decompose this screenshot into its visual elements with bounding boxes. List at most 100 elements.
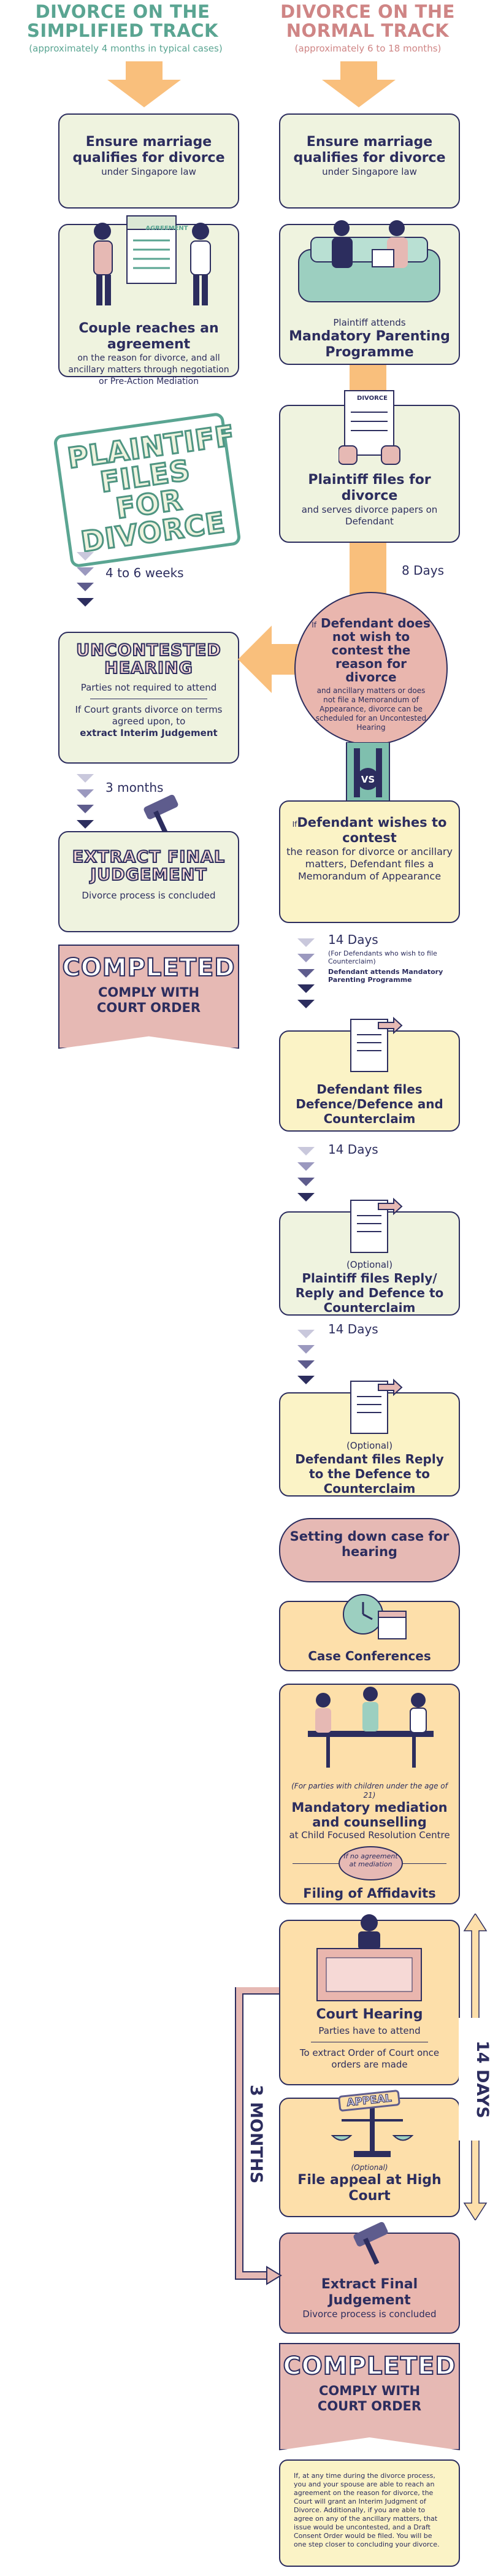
mediation-title: Mandatory mediation and counselling <box>291 1800 448 1830</box>
chevron-down-icon <box>297 1193 315 1202</box>
left-title-line2: SIMPLIFIED TRACK <box>27 20 218 41</box>
contest-if: If <box>292 820 297 829</box>
right-final-sub: Divorce process is concluded <box>302 2309 437 2320</box>
chevron-down-icon <box>77 583 94 591</box>
right-card-files: DIVORCE Plaintiff files for divorce and … <box>279 390 460 543</box>
court-line1: Parties have to attend <box>318 2025 421 2036</box>
right-title-line2: NORMAL TRACK <box>286 20 450 41</box>
chevron-down-icon <box>77 805 94 813</box>
left-final-title: EXTRACT FINAL JUDGEMENT <box>72 848 226 884</box>
court-title: Court Hearing <box>316 2007 423 2022</box>
days14-c: 14 Days <box>328 1322 378 1336</box>
right-completed-banner: COMPLETED COMPLY WITH COURT ORDER <box>279 2343 460 2450</box>
right-files-title: Plaintiff files for divorce <box>308 472 431 504</box>
chevron-down-icon <box>297 1162 315 1171</box>
left-card-final: EXTRACT FINAL JUDGEMENT Divorce process … <box>58 831 239 932</box>
circle-sub: and ancillary matters or does not file a… <box>315 686 427 732</box>
left-final-sub: Divorce process is concluded <box>82 890 216 901</box>
defendant-no-contest-circle: If Defendant does not wish to contest th… <box>294 592 448 745</box>
chevron-down-icon <box>297 1178 315 1186</box>
reply-optional: (Optional) <box>346 1259 393 1270</box>
appeal-title: File appeal at High Court <box>297 2172 442 2204</box>
chevron-down-icon <box>77 598 94 607</box>
left-card-qualify-sub: under Singapore law <box>101 166 196 177</box>
mediation-note: (For parties with children under the age… <box>291 1782 448 1800</box>
right-title-line1: DIVORCE ON THE <box>280 1 455 22</box>
agreement-doc-label: AGREEMENT <box>145 225 188 232</box>
chevron-down-icon <box>297 938 315 947</box>
circle-if: If <box>312 621 316 629</box>
right-card-parenting: Plaintiff attends Mandatory Parenting Pr… <box>279 220 460 365</box>
left-comply-line1: COMPLY WITH <box>98 985 200 1000</box>
left-duration-1: 4 to 6 weeks <box>105 565 184 580</box>
mediation-bubble: If no agreement at mediation <box>339 1846 403 1880</box>
left-duration-2: 3 months <box>105 780 164 795</box>
right-subtitle: (approximately 6 to 18 months) <box>294 43 442 54</box>
left-card-agreement: AGREEMENT Couple reaches an agreement on… <box>58 215 239 386</box>
uncontested-line2-bold: extract Interim Judgement <box>80 727 218 738</box>
right-comply-line1: COMPLY WITH <box>318 2383 421 2398</box>
chevron-down-icon <box>77 552 94 561</box>
uncontested-line1: Parties not required to attend <box>80 682 217 693</box>
chevron-down-icon <box>297 1000 315 1008</box>
circle-title: Defendant does not wish to contest the r… <box>320 616 431 684</box>
right-files-sub: and serves divorce papers on Defendant <box>301 504 438 527</box>
gavel-icon <box>144 794 178 838</box>
left-comply-line2: COURT ORDER <box>96 1000 201 1015</box>
chevron-down-icon <box>297 954 315 962</box>
chevron-down-icon <box>297 1330 315 1338</box>
right-card-reply: (Optional) Plaintiff files Reply/ Reply … <box>279 1197 460 1316</box>
right-comply-line2: COURT ORDER <box>317 2399 422 2413</box>
right-final-title: Extract Final Judgement <box>321 2277 418 2308</box>
days14-a-note: (For Defendants who wish to file Counter… <box>328 949 437 965</box>
contest-sub: the reason for divorce or ancillary matt… <box>286 846 453 882</box>
parenting-pre: Plaintiff attends <box>333 317 406 328</box>
left-card-uncontested: UNCONTESTED HEARING Parties not required… <box>58 632 239 764</box>
right-card-case-conf: Case Conferences <box>279 1594 460 1671</box>
chevron-down-icon <box>77 774 94 783</box>
chevron-down-icon <box>77 789 94 798</box>
uncontested-line2: If Court grants divorce on terms agreed … <box>75 704 223 727</box>
chevron-down-icon <box>77 820 94 829</box>
mediation-meeting-illustration-icon <box>308 1687 434 1768</box>
right-down-arrow-icon <box>322 61 396 107</box>
right-card-contest: IfDefendant wishes to contest the reason… <box>279 800 460 923</box>
case-conf-label: Case Conferences <box>308 1649 431 1663</box>
divorce-doc-label: DIVORCE <box>357 395 388 402</box>
chevron-down-icon <box>297 1360 315 1369</box>
documents-icon <box>350 1016 403 1072</box>
footnote-box: If, at any time during the divorce proce… <box>279 2459 460 2567</box>
right-card-qualify-title: Ensure marriage qualifies for divorce <box>293 134 446 166</box>
reply-defence-title: Defendant files Reply to the Defence to … <box>295 1452 444 1496</box>
right-card-qualify: Ensure marriage qualifies for divorce un… <box>279 113 460 209</box>
right-duration-8: 8 Days <box>402 563 444 578</box>
right-completed-word: COMPLETED <box>282 2352 456 2380</box>
vs-label: VS <box>361 774 375 785</box>
scales-of-justice-icon <box>331 2105 414 2157</box>
left-completed-word: COMPLETED <box>61 954 235 982</box>
reply-defence-optional: (Optional) <box>346 1440 393 1451</box>
left-completed-banner: COMPLETED COMPLY WITH COURT ORDER <box>58 945 239 1049</box>
right-card-appeal: APPEAL (Optional) File appeal at High Co… <box>279 2089 460 2217</box>
mediation-sub: at Child Focused Resolution Centre <box>289 1830 450 1841</box>
parenting-title: Mandatory Parenting Programme <box>289 329 450 360</box>
reply-title: Plaintiff files Reply/ Reply and Defence… <box>295 1271 444 1315</box>
couple-agreement-illustration-icon <box>93 215 211 305</box>
left-arrow-icon <box>238 626 305 693</box>
uncontested-title: UNCONTESTED HEARING <box>75 641 221 678</box>
left-card-qualify-title: Ensure marriage qualifies for divorce <box>72 134 225 166</box>
chevron-down-icon <box>77 567 94 576</box>
left-down-arrow-icon <box>107 61 181 107</box>
right-card-court: Court Hearing Parties have to attend To … <box>279 1914 460 2085</box>
defence-title: Defendant files Defence/Defence and Coun… <box>296 1082 443 1126</box>
side-3-months: 3 MONTHS <box>247 2085 266 2184</box>
left-card-agreement-sub: on the reason for divorce, and all ancil… <box>68 353 229 386</box>
right-card-defence: Defendant files Defence/Defence and Coun… <box>279 1016 460 1132</box>
chevron-down-icon <box>297 1345 315 1354</box>
contest-title: Defendant wishes to contest <box>297 815 447 845</box>
documents-icon <box>350 1197 403 1253</box>
chevron-down-icon <box>297 969 315 978</box>
loop-arrow-icon <box>235 1987 282 2285</box>
chevron-down-icon <box>297 1376 315 1384</box>
court-line2: To extract Order of Court once orders ar… <box>299 2047 440 2070</box>
